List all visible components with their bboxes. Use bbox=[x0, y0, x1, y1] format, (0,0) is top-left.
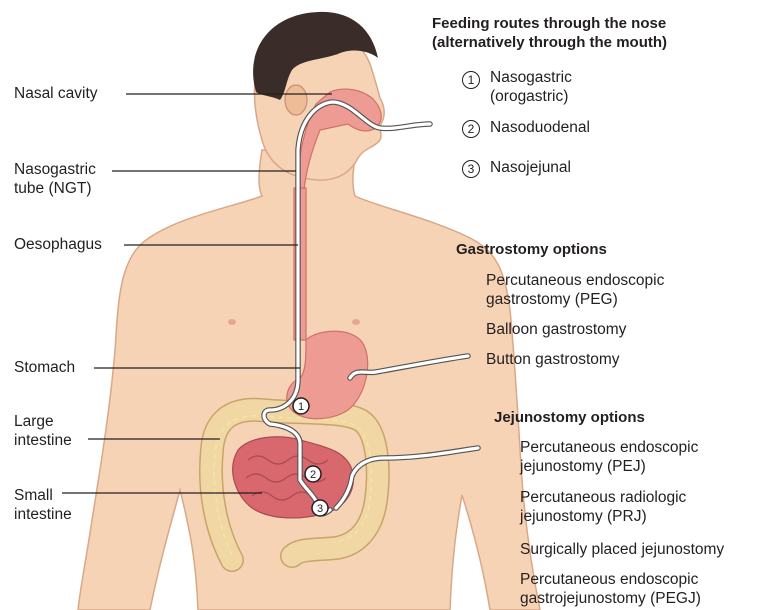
gastrostomy-option-balloon: Balloon gastrostomy bbox=[486, 320, 626, 339]
gastrostomy-title: Gastrostomy options bbox=[456, 240, 607, 259]
label-small-intestine: Small intestine bbox=[14, 486, 72, 524]
nipple-right bbox=[352, 319, 360, 325]
route-marker-3-label: 3 bbox=[317, 503, 323, 515]
route-2-label: Nasoduodenal bbox=[490, 118, 590, 137]
ear bbox=[285, 85, 307, 115]
gastrostomy-option-button: Button gastrostomy bbox=[486, 350, 620, 369]
route-3-label: Nasojejunal bbox=[490, 158, 571, 177]
label-oesophagus: Oesophagus bbox=[14, 235, 102, 254]
route-3-number: 3 bbox=[462, 160, 480, 178]
jejunostomy-option-pegj: Percutaneous endoscopic gastrojejunostom… bbox=[520, 570, 701, 608]
route-1-number: 1 bbox=[462, 71, 480, 89]
label-stomach: Stomach bbox=[14, 358, 75, 377]
route-1-label: Nasogastric (orogastric) bbox=[490, 68, 572, 106]
route-marker-1-label: 1 bbox=[298, 401, 304, 413]
jejunostomy-title: Jejunostomy options bbox=[494, 408, 645, 427]
gastrostomy-option-peg: Percutaneous endoscopic gastrostomy (PEG… bbox=[486, 271, 664, 309]
label-ngt: Nasogastric tube (NGT) bbox=[14, 160, 96, 198]
route-2-number: 2 bbox=[462, 120, 480, 138]
route-marker-2-label: 2 bbox=[310, 469, 316, 481]
label-large-intestine: Large intestine bbox=[14, 412, 72, 450]
human-figure bbox=[78, 12, 540, 610]
nipple-left bbox=[228, 319, 236, 325]
label-nasal-cavity: Nasal cavity bbox=[14, 84, 98, 103]
jejunostomy-option-surgical: Surgically placed jejunostomy bbox=[520, 540, 724, 559]
feeding-routes-title: Feeding routes through the nose (alterna… bbox=[432, 14, 667, 52]
jejunostomy-option-pej: Percutaneous endoscopic jejunostomy (PEJ… bbox=[520, 438, 698, 476]
jejunostomy-option-prj: Percutaneous radiologic jejunostomy (PRJ… bbox=[520, 488, 686, 526]
